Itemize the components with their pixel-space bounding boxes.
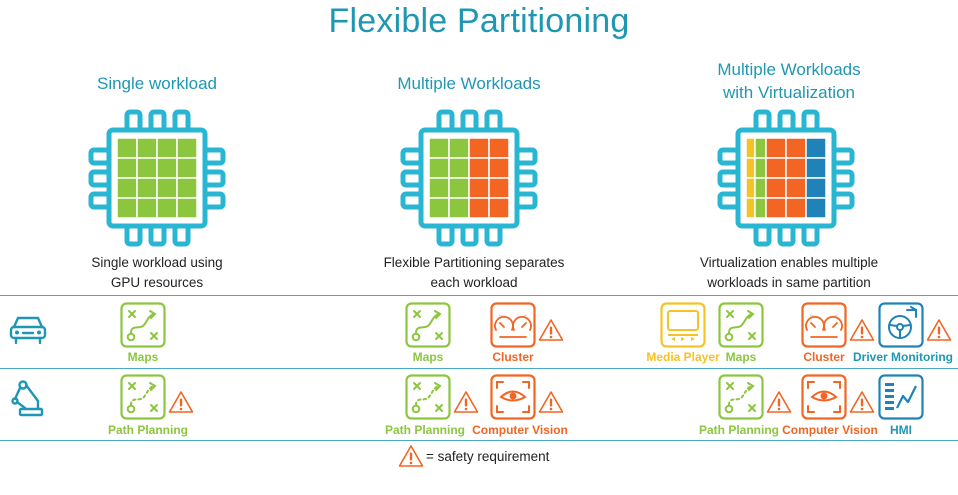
media-player-icon: [660, 302, 706, 348]
column-description-single: Single workload using GPU resources: [47, 253, 267, 293]
description-line: Flexible Partitioning separates: [383, 255, 565, 270]
warning-icon: [538, 318, 564, 342]
column-heading-virtualization: Multiple Workloads with Virtualization: [674, 58, 904, 104]
warning-icon: [849, 390, 875, 414]
robot-arm-icon: [11, 380, 44, 417]
path-planning-icon: [405, 374, 451, 420]
column-heading-line: Single workload: [96, 74, 217, 93]
app-label-media-player: Media Player: [646, 350, 720, 364]
warning-icon: [398, 444, 424, 468]
page-title: Flexible Partitioning: [328, 2, 630, 40]
warning-icon: [168, 390, 194, 414]
path-planning-icon: [120, 374, 166, 420]
row-divider: [0, 440, 958, 441]
warning-icon: [538, 390, 564, 414]
description-line: each workload: [430, 275, 518, 290]
column-heading-multiple: Multiple Workloads: [369, 72, 569, 95]
app-label-cluster: Cluster: [803, 350, 845, 364]
app-label-path-planning: Path Planning: [107, 423, 188, 437]
app-label-cluster: Cluster: [492, 350, 534, 364]
column-heading-line: Multiple Workloads: [397, 74, 541, 93]
maps-icon: [120, 302, 166, 348]
column-heading-line: Multiple Workloads: [717, 60, 861, 79]
warning-icon: [766, 390, 792, 414]
app-label-path-planning: Path Planning: [384, 423, 465, 437]
description-line: GPU resources: [110, 275, 204, 290]
computer-vision-icon: [490, 374, 536, 420]
gpu-chip-icon: [87, 108, 227, 248]
row-divider: [0, 295, 958, 296]
app-label-maps: Maps: [412, 350, 444, 364]
app-label-computer-vision: Computer Vision: [782, 423, 878, 437]
legend-text: = safety requirement: [426, 449, 550, 464]
app-label-driver-monitoring: Driver Monitoring: [852, 350, 953, 364]
column-heading-single: Single workload: [57, 72, 257, 95]
maps-icon: [405, 302, 451, 348]
warning-icon: [453, 390, 479, 414]
cluster-icon: [801, 302, 847, 348]
app-label-maps: Maps: [725, 350, 757, 364]
column-heading-line: with Virtualization: [723, 83, 855, 102]
description-line: Single workload using: [91, 255, 223, 270]
app-label-path-planning: Path Planning: [698, 423, 779, 437]
driver-monitoring-icon: [878, 302, 924, 348]
warning-icon: [926, 318, 952, 342]
description-line: workloads in same partition: [707, 275, 871, 290]
row-divider: [0, 368, 958, 369]
computer-vision-icon: [801, 374, 847, 420]
gpu-chip-icon: [716, 108, 856, 248]
column-description-virtualization: Virtualization enables multiple workload…: [664, 253, 914, 293]
app-label-computer-vision: Computer Vision: [472, 423, 568, 437]
hmi-icon: [878, 374, 924, 420]
maps-icon: [718, 302, 764, 348]
description-line: Virtualization enables multiple: [699, 255, 879, 270]
app-label-maps: Maps: [127, 350, 159, 364]
gpu-chip-icon: [399, 108, 539, 248]
column-description-multiple: Flexible Partitioning separates each wor…: [349, 253, 599, 293]
app-label-hmi: HMI: [890, 423, 912, 437]
cluster-icon: [490, 302, 536, 348]
car-icon: [9, 316, 47, 345]
warning-icon: [849, 318, 875, 342]
path-planning-icon: [718, 374, 764, 420]
